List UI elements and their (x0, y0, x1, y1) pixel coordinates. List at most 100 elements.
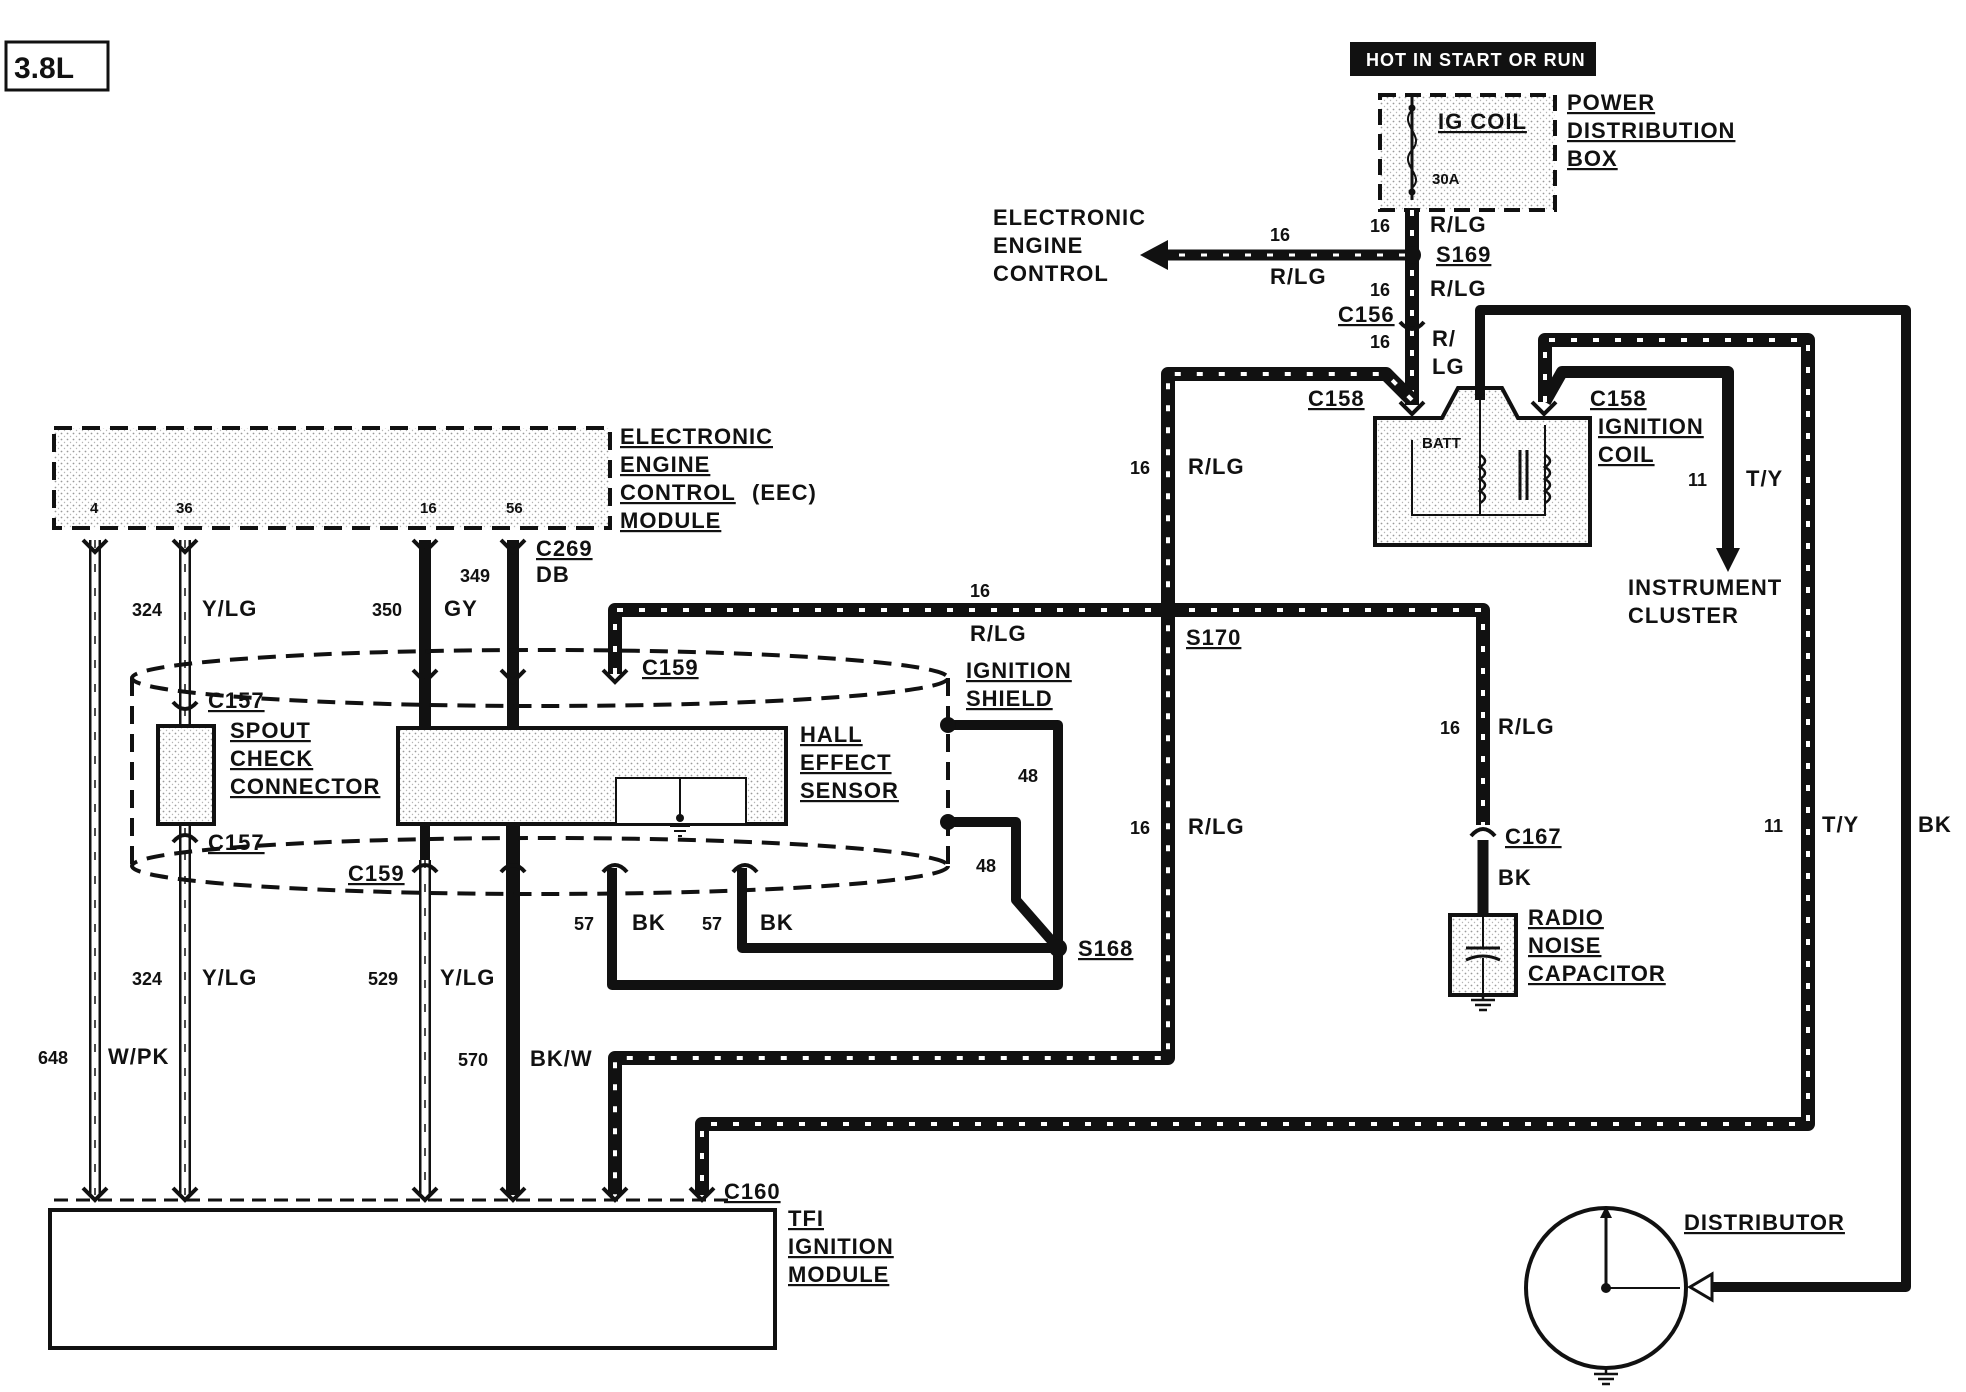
radio-color: R/LG (1498, 714, 1555, 739)
eec-title-3: CONTROL (620, 480, 736, 505)
feed-gauge-1: 16 (1370, 216, 1390, 236)
eec-pin-4: 4 (90, 500, 99, 517)
eec-title-1: ELECTRONIC (620, 424, 773, 449)
fuse-symbol (1406, 109, 1418, 189)
distributor-center (1601, 1283, 1611, 1293)
cluster-wire (1539, 366, 1734, 555)
connector-c157-bottom: C157 (208, 830, 265, 855)
power-dist-title-1: POWER (1567, 90, 1655, 115)
distributor-title: DISTRIBUTOR (1684, 1210, 1845, 1235)
c157-top-chevron (171, 700, 199, 711)
w570-gauge: 570 (458, 1050, 488, 1070)
right-color-bk: BK (1918, 812, 1952, 837)
coil-secondary-winding (1542, 453, 1552, 505)
eec-pin-chevrons (81, 538, 527, 555)
hall-output-wires (420, 824, 518, 860)
eec-branch-gauge: 16 (1270, 225, 1290, 245)
riser-color-top: R/LG (1188, 454, 1245, 479)
power-dist-title-2: DISTRIBUTION (1567, 118, 1735, 143)
radio-title-2: NOISE (1528, 933, 1601, 958)
tfi-module-box (48, 1208, 777, 1350)
splice-s169-label: S169 (1436, 242, 1491, 267)
w349-gauge: 349 (460, 566, 490, 586)
radio-bk-label: BK (1498, 865, 1532, 890)
shield-drain-dot-2 (940, 814, 956, 830)
eec-branch-arrow (1140, 240, 1168, 270)
hall-out-gauge-1: 57 (574, 914, 594, 934)
eec-dest-2: ENGINE (993, 233, 1083, 258)
connector-c158-left: C158 (1308, 386, 1365, 411)
c159-bottom-chevrons (411, 863, 759, 874)
eec-title-suffix: (EEC) (752, 480, 817, 505)
w648-gauge: 648 (38, 1048, 68, 1068)
connector-c157-top: C157 (208, 688, 265, 713)
connector-c167: C167 (1505, 824, 1562, 849)
connector-c160: C160 (724, 1179, 781, 1204)
engine-label-box (4, 40, 110, 92)
tfi-title-1: TFI (788, 1206, 824, 1231)
connector-c159-bottom: C159 (348, 861, 405, 886)
hall-out-color-2: BK (760, 910, 794, 935)
coil-internal-wiring (1411, 425, 1546, 516)
eec-pin-36: 36 (176, 500, 193, 517)
ty-long-wire (695, 333, 1815, 1195)
connector-c156: C156 (1338, 302, 1395, 327)
coil-title-1: IGNITION (1598, 414, 1704, 439)
splice-s168 (1049, 939, 1067, 957)
eec-dest-1: ELECTRONIC (993, 205, 1146, 230)
riser-color-bottom: R/LG (1188, 814, 1245, 839)
engine-label: 3.8L (14, 52, 74, 85)
splice-s168-label: S168 (1078, 936, 1133, 961)
shield-title-2: SHIELD (966, 686, 1053, 711)
eec-dest-3: CONTROL (993, 261, 1109, 286)
spout-connector-body (156, 724, 216, 826)
w350-gauge: 350 (372, 600, 402, 620)
feed-color-3a: R/ (1432, 326, 1456, 351)
feed-color-3b: LG (1432, 354, 1465, 379)
power-dist-title-3: BOX (1567, 146, 1618, 171)
shield-wire-48b: 48 (976, 856, 996, 876)
power-feed-banner (1350, 42, 1596, 76)
spout-title-3: CONNECTOR (230, 774, 380, 799)
hall-title-2: EFFECT (800, 750, 892, 775)
feed-color-2: R/LG (1430, 276, 1487, 301)
distributor-arrow (1687, 1271, 1714, 1303)
radio-title-1: RADIO (1528, 905, 1604, 930)
s170-bus-wire (608, 603, 1490, 825)
connector-c159-top: C159 (642, 655, 699, 680)
riser-gauge-top: 16 (1130, 458, 1150, 478)
spout-title-1: SPOUT (230, 718, 311, 743)
shield-bottom-ellipse (130, 836, 950, 896)
radio-ground-icon (1471, 995, 1495, 1012)
tfi-title-3: MODULE (788, 1262, 889, 1287)
coil-title-2: COIL (1598, 442, 1655, 467)
cluster-color: T/Y (1746, 466, 1783, 491)
w648-color: W/PK (108, 1044, 169, 1069)
c158-chevron-left (1398, 400, 1426, 417)
s170-color: R/LG (970, 621, 1027, 646)
shield-drain-wires (607, 720, 1063, 990)
fuse-rating: 30A (1432, 171, 1460, 188)
fuse-name: IG COIL (1438, 109, 1527, 134)
riser-gauge-bottom: 16 (1130, 818, 1150, 838)
c157-bottom-chevron (171, 833, 199, 844)
cluster-arrow (1716, 548, 1740, 572)
eec-title-4: MODULE (620, 508, 721, 533)
splice-s169 (1403, 246, 1421, 264)
hall-out-color-1: BK (632, 910, 666, 935)
rlg-riser-wire (608, 367, 1417, 1195)
radio-title-3: CAPACITOR (1528, 961, 1666, 986)
splice-s170-label: S170 (1186, 625, 1241, 650)
eec-module-box (52, 426, 612, 530)
hall-title-1: HALL (800, 722, 863, 747)
eec-branch-color: R/LG (1270, 264, 1327, 289)
radio-gauge: 16 (1440, 718, 1460, 738)
feed-color-1: R/LG (1430, 212, 1487, 237)
w570-color: BK/W (530, 1046, 593, 1071)
tfi-title-2: IGNITION (788, 1234, 894, 1259)
c159-top-chevrons (411, 668, 629, 685)
hall-ground-icon (670, 825, 690, 837)
shield-wire-48a: 48 (1018, 766, 1038, 786)
connector-c269: C269 (536, 536, 593, 561)
capacitor-plate-bottom (1465, 954, 1501, 962)
